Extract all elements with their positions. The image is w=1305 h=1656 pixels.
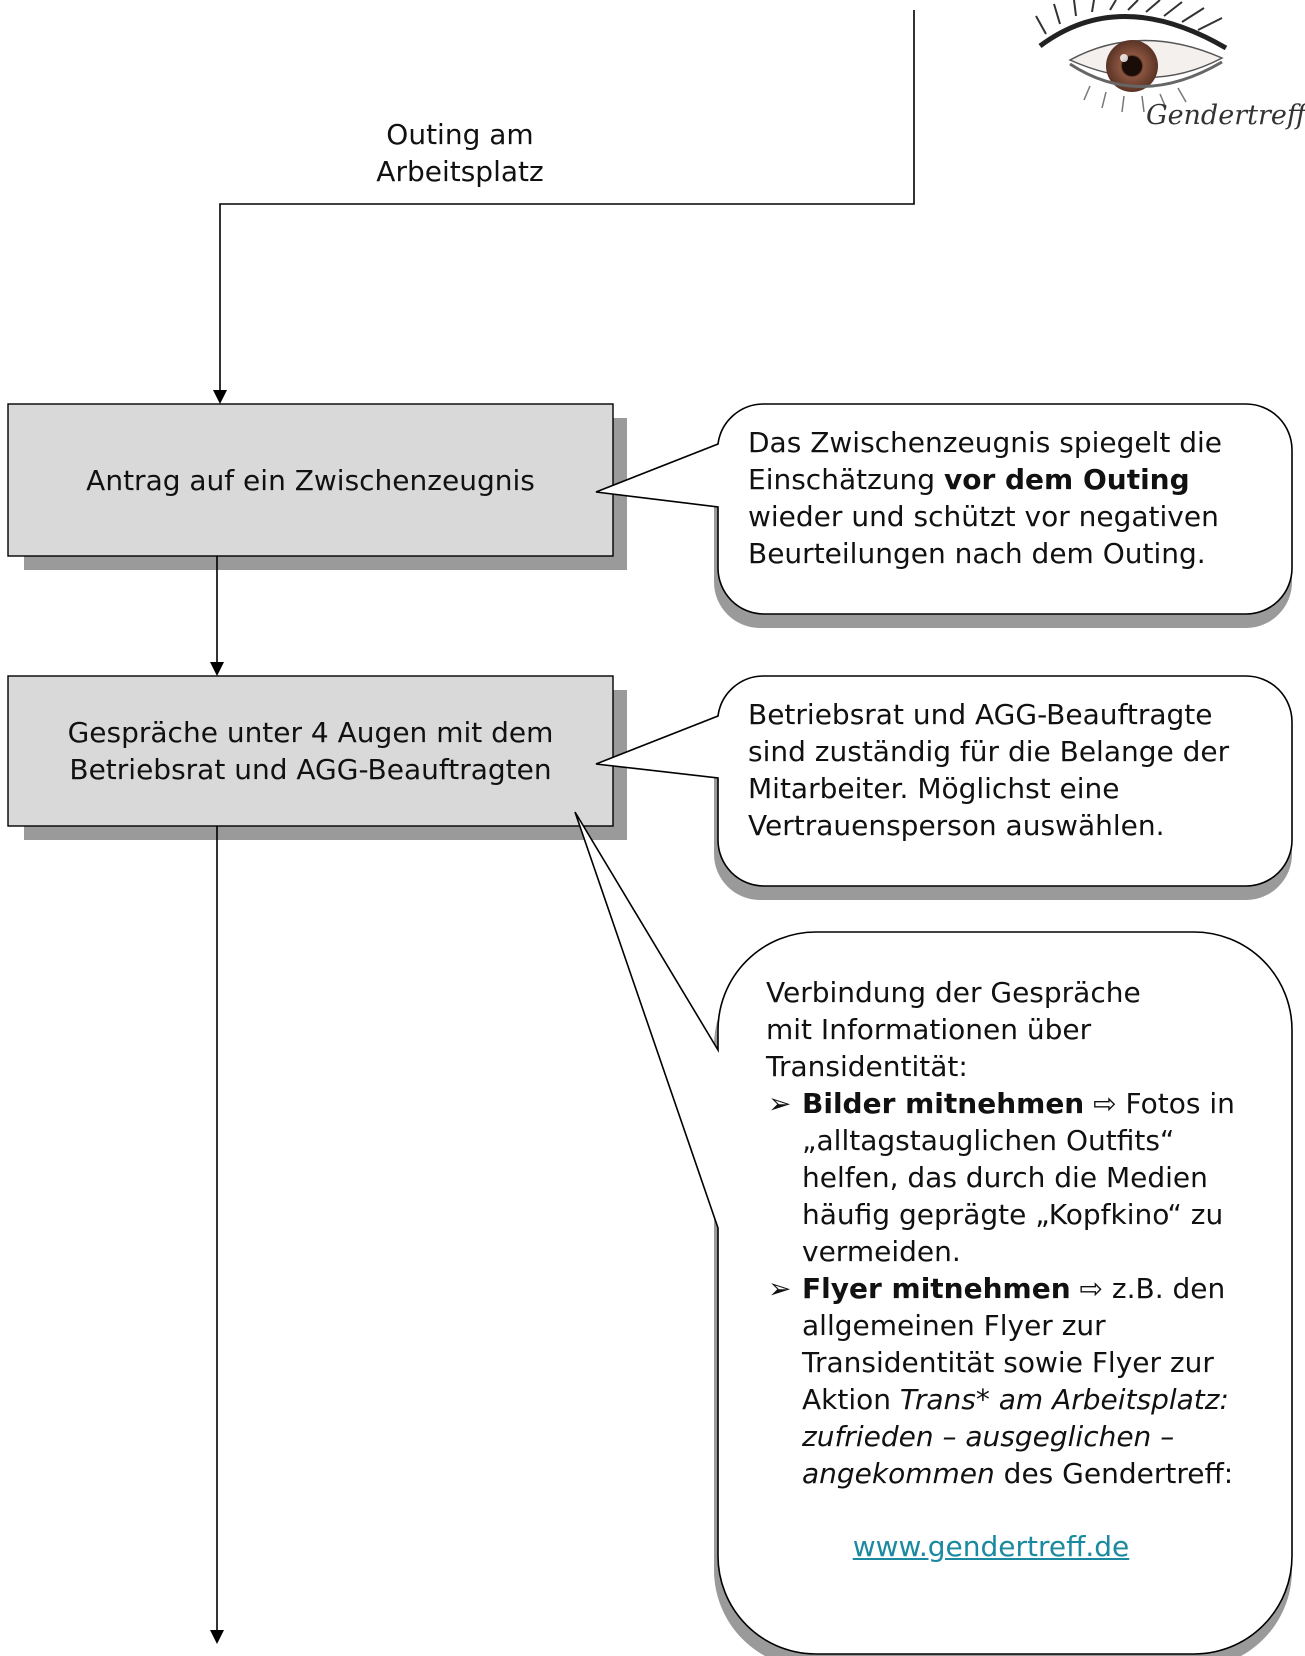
callout3-intro: Verbindung der Gespräche mit Information… bbox=[766, 976, 1141, 1083]
callout2-bubble bbox=[595, 675, 1293, 887]
callout1-text-bold: vor dem Outing bbox=[943, 463, 1190, 496]
callout1-bubble bbox=[595, 403, 1293, 615]
top-label: Outing am Arbeitsplatz bbox=[330, 116, 590, 190]
step2-label-line2: Betriebsrat und AGG-Beauftragten bbox=[69, 753, 552, 786]
step2-label: Gespräche unter 4 Augen mit dem Betriebs… bbox=[8, 676, 613, 826]
gendertreff-link[interactable]: www.gendertreff.de bbox=[852, 1530, 1130, 1563]
step1-label: Antrag auf ein Zwischenzeugnis bbox=[86, 463, 535, 497]
bullet-arrow-icon: ➢ bbox=[768, 1087, 792, 1120]
bullet-flyer-title: Flyer mitnehmen bbox=[802, 1272, 1071, 1305]
connector-top bbox=[219, 10, 915, 392]
callout2-text: Betriebsrat und AGG-Beauftragte sind zus… bbox=[748, 698, 1230, 842]
top-label-line2: Arbeitsplatz bbox=[376, 155, 544, 188]
top-label-line1: Outing am bbox=[386, 118, 534, 151]
step2-box bbox=[7, 675, 614, 827]
arrowhead-bottom bbox=[210, 1630, 224, 1644]
bullet-pictures-title: Bilder mitnehmen bbox=[802, 1087, 1085, 1120]
callout3-bullet-list: ➢ Bilder mitnehmen ⇨ Fotos in „alltagsta… bbox=[766, 1085, 1246, 1492]
arrowhead-step1 bbox=[213, 390, 227, 404]
right-arrow-icon: ⇨ bbox=[1079, 1272, 1104, 1305]
callout3-bubble bbox=[574, 811, 1293, 1655]
right-arrow-icon: ⇨ bbox=[1093, 1087, 1117, 1120]
bullet-flyer-campaign: Trans* am Arbeitsplatz: zufrieden – ausg… bbox=[802, 1383, 1229, 1490]
step2-label-line1: Gespräche unter 4 Augen mit dem bbox=[67, 716, 554, 749]
step1-box bbox=[7, 403, 614, 557]
bullet-arrow-icon: ➢ bbox=[768, 1272, 792, 1305]
eye-logo-icon bbox=[1035, 0, 1228, 113]
callout3-bullet-pictures: ➢ Bilder mitnehmen ⇨ Fotos in „alltagsta… bbox=[766, 1085, 1246, 1270]
bullet-pictures-text: Fotos in „alltagstauglichen Outfits“ hel… bbox=[802, 1087, 1235, 1268]
callout3-bullet-flyer: ➢ Flyer mitnehmen ⇨ z.B. den allgemeinen… bbox=[766, 1270, 1246, 1492]
arrowhead-step2 bbox=[210, 662, 224, 676]
logo-wordmark: Gendertreff bbox=[1146, 100, 1305, 131]
callout1-text-after: wieder und schützt vor negativen Beurtei… bbox=[748, 500, 1219, 570]
bullet-flyer-text-end: des Gendertreff: bbox=[994, 1457, 1234, 1490]
callout3-text: Verbindung der Gespräche mit Information… bbox=[766, 974, 1246, 1565]
callout3-link-row: www.gendertreff.de bbox=[766, 1528, 1246, 1565]
callout1-text: Das Zwischenzeugnis spiegelt die Einschä… bbox=[748, 424, 1248, 572]
bullet-flyer-text: z.B. den allgemeinen Flyer zur Transiden… bbox=[802, 1272, 1226, 1416]
callout1-text-before: Das Zwischenzeugnis spiegelt die Einschä… bbox=[748, 426, 1223, 496]
